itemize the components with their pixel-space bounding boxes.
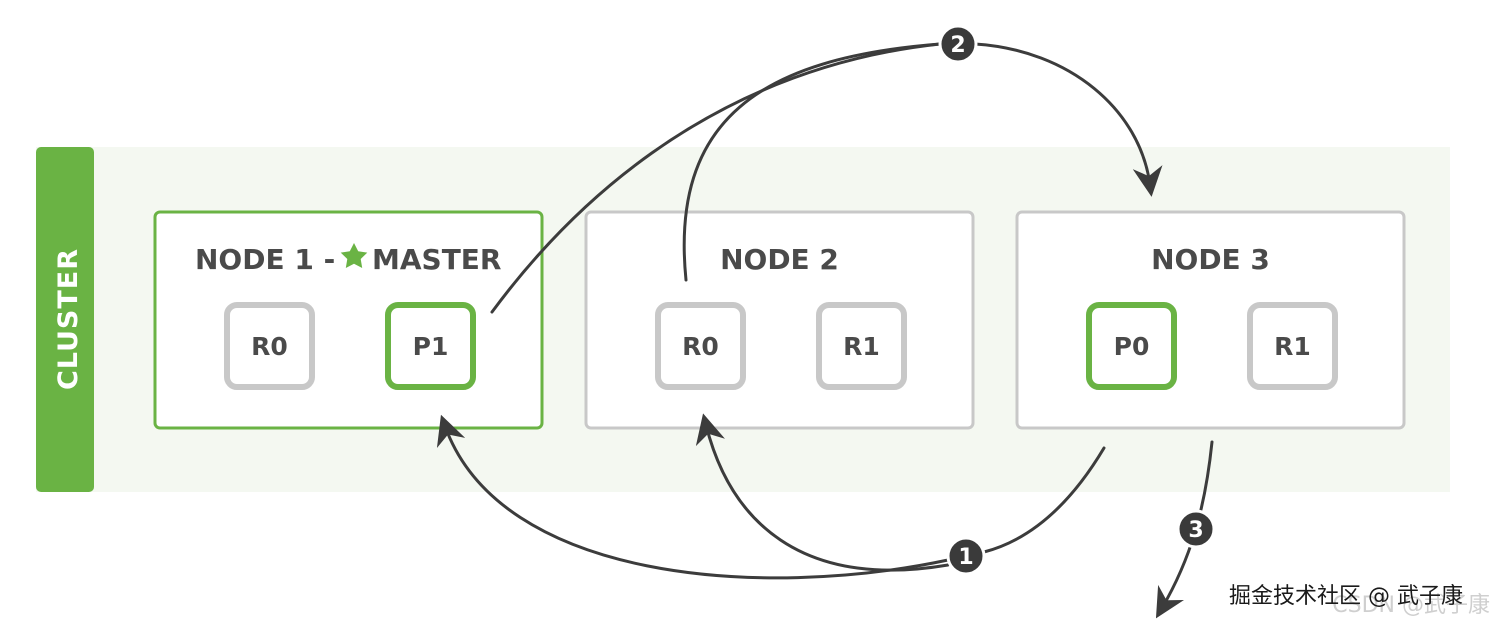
step-badge-2: 2 <box>938 24 978 64</box>
node-3-title: NODE 3 <box>1151 243 1270 276</box>
step-badge-label: 2 <box>950 33 965 58</box>
node-1: NODE 1 - MASTER R0 P1 <box>153 210 544 430</box>
shard-box <box>816 302 907 390</box>
step-badge-1: 1 <box>946 536 986 576</box>
node-3: NODE 3 P0 R1 <box>1015 210 1406 430</box>
cluster-sidebar <box>36 147 94 492</box>
step-badge-circle <box>1176 509 1216 549</box>
shard-box <box>1086 302 1177 390</box>
arrow-node3-to-step1 <box>982 446 1106 554</box>
shard-label: R1 <box>843 332 880 361</box>
shard-r1: R1 <box>1247 302 1338 390</box>
step-badge-label: 3 <box>1188 518 1203 543</box>
shard-label: R1 <box>1274 332 1311 361</box>
arrow-p1-to-step2 <box>490 42 942 314</box>
shard-p0: P0 <box>1086 302 1177 390</box>
step-badge-label: 1 <box>958 545 973 570</box>
arrow-node2-r0-to-step2 <box>682 42 942 282</box>
cluster-label: CLUSTER <box>53 248 84 390</box>
shard-box <box>385 302 476 390</box>
shard-box <box>655 302 746 390</box>
shard-box <box>224 302 315 390</box>
shard-r0: R0 <box>655 302 746 390</box>
shard-label: P1 <box>413 332 449 361</box>
watermark-ghost: CSDN @武子康 <box>1332 593 1490 618</box>
shard-r0: R0 <box>224 302 315 390</box>
shard-r1: R1 <box>816 302 907 390</box>
shard-box <box>1247 302 1338 390</box>
node-2-title: NODE 2 <box>720 243 839 276</box>
shard-label: R0 <box>251 332 288 361</box>
arrow-step1-to-node2-r0 <box>695 413 950 572</box>
shard-p1: P1 <box>385 302 476 390</box>
node-1-title-prefix: NODE 1 - <box>195 243 335 276</box>
shard-label: R0 <box>682 332 719 361</box>
watermark: 掘金技术社区 @ 武子康 <box>1229 584 1463 609</box>
shard-label: P0 <box>1114 332 1150 361</box>
node-2: NODE 2 R0 R1 <box>584 210 975 430</box>
node-1-title: NODE 1 - <box>195 243 335 276</box>
step-badge-3: 3 <box>1176 509 1216 549</box>
step-badge-circle <box>938 24 978 64</box>
arrow-step1-to-p1 <box>436 414 950 580</box>
arrow-step2-to-node3 <box>973 42 1163 197</box>
step-badge-circle <box>946 536 986 576</box>
star-icon <box>340 243 368 268</box>
node-1-title-master: MASTER <box>372 243 502 276</box>
